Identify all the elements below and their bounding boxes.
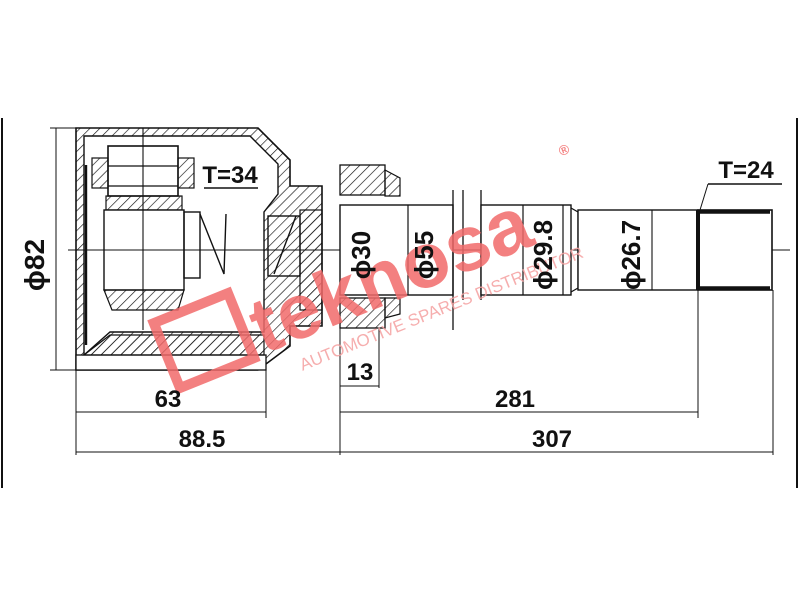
dim-shaft-length: 281 [495,386,535,413]
dim-shaft-teeth: T=24 [718,157,774,184]
shaft [339,164,773,330]
dim-shaft-diameter-1: ϕ29.8 [528,220,558,290]
dimension-lines [50,127,782,455]
dim-flange-width: 13 [347,359,374,386]
dim-housing-teeth: T=34 [202,162,258,189]
dim-housing-total: 88.5 [179,426,226,453]
spring [183,211,301,279]
dim-housing-length: 63 [155,386,182,413]
dim-total-length: 307 [532,426,572,453]
dim-flange-diameter: ϕ55 [409,231,439,279]
registered-mark: ® [556,140,572,159]
dim-outer-diameter: ϕ82 [19,239,50,291]
dim-seal-diameter: ϕ30 [346,231,376,279]
dim-shaft-diameter-2: ϕ26.7 [616,220,646,290]
